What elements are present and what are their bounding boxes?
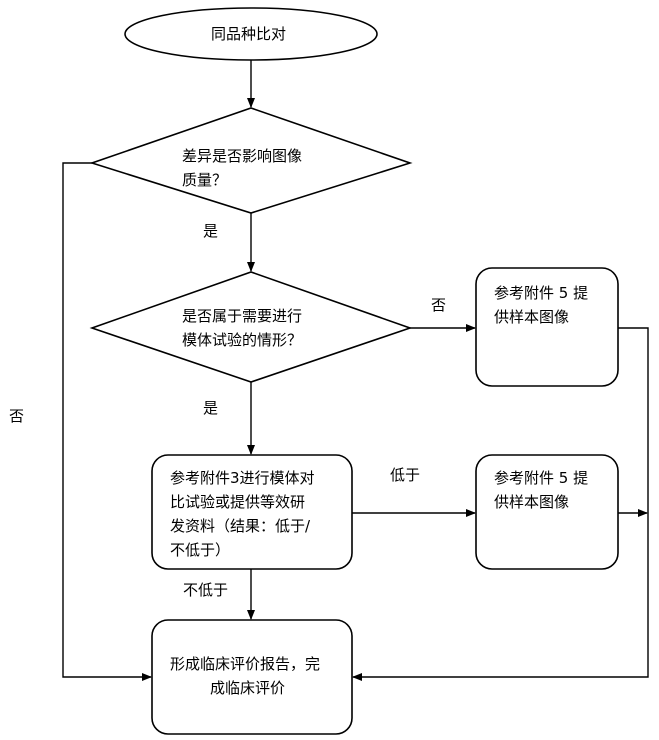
decision-image-quality-label: 差异是否影响图像 质量？	[182, 144, 302, 192]
process-sample-image-1-label: 参考附件 5 提 供样本图像	[494, 281, 588, 329]
edge-label-not-lower: 不低于	[183, 581, 229, 599]
edge-label-yes-1: 是	[203, 222, 219, 240]
process-phantom-test-shape	[151, 454, 353, 570]
process-sample-image-2-label: 参考附件 5 提 供样本图像	[494, 466, 588, 514]
decision-phantom-test-label: 是否属于需要进行 模体试验的情形？	[182, 304, 302, 352]
process-phantom-test-line2: 比试验或提供等效研	[170, 493, 306, 511]
decision-image-quality-line1: 差异是否影响图像	[182, 147, 303, 165]
decision-phantom-test-line1: 是否属于需要进行	[182, 307, 303, 325]
arrow-d1-no-to-end	[62, 162, 152, 681]
process-sample-image-2-line2: 供样本图像	[494, 493, 570, 511]
end-node-label: 形成临床评价报告，完 成临床评价	[170, 652, 320, 700]
end-node-line2: 成临床评价	[210, 679, 286, 697]
arrow-p1-to-end	[352, 327, 649, 681]
edge-label-no-right: 否	[431, 296, 447, 314]
process-phantom-test-label: 参考附件3进行模体对 比试验或提供等效研 发资料（结果：低于/ 不低于）	[170, 466, 315, 562]
process-sample-image-1-line2: 供样本图像	[494, 308, 570, 326]
process-sample-image-2-shape	[475, 454, 619, 570]
start-node-label: 同品种比对	[211, 25, 287, 43]
process-sample-image-1-line1: 参考附件 5 提	[494, 284, 589, 302]
decision-phantom-test-line2: 模体试验的情形？	[182, 331, 303, 349]
process-sample-image-1-shape	[475, 267, 619, 387]
process-phantom-test-line3: 发资料（结果：低于/	[170, 517, 311, 535]
process-phantom-test-line1: 参考附件3进行模体对	[170, 469, 315, 487]
process-sample-image-2-line1: 参考附件 5 提	[494, 469, 589, 487]
decision-image-quality-line2: 质量？	[182, 171, 228, 189]
end-node-line1: 形成临床评价报告，完	[170, 655, 321, 673]
edge-label-yes-2: 是	[203, 399, 219, 417]
edge-label-lower: 低于	[390, 466, 421, 484]
process-phantom-test-line4: 不低于）	[170, 541, 231, 559]
edge-label-no-left: 否	[9, 407, 25, 425]
